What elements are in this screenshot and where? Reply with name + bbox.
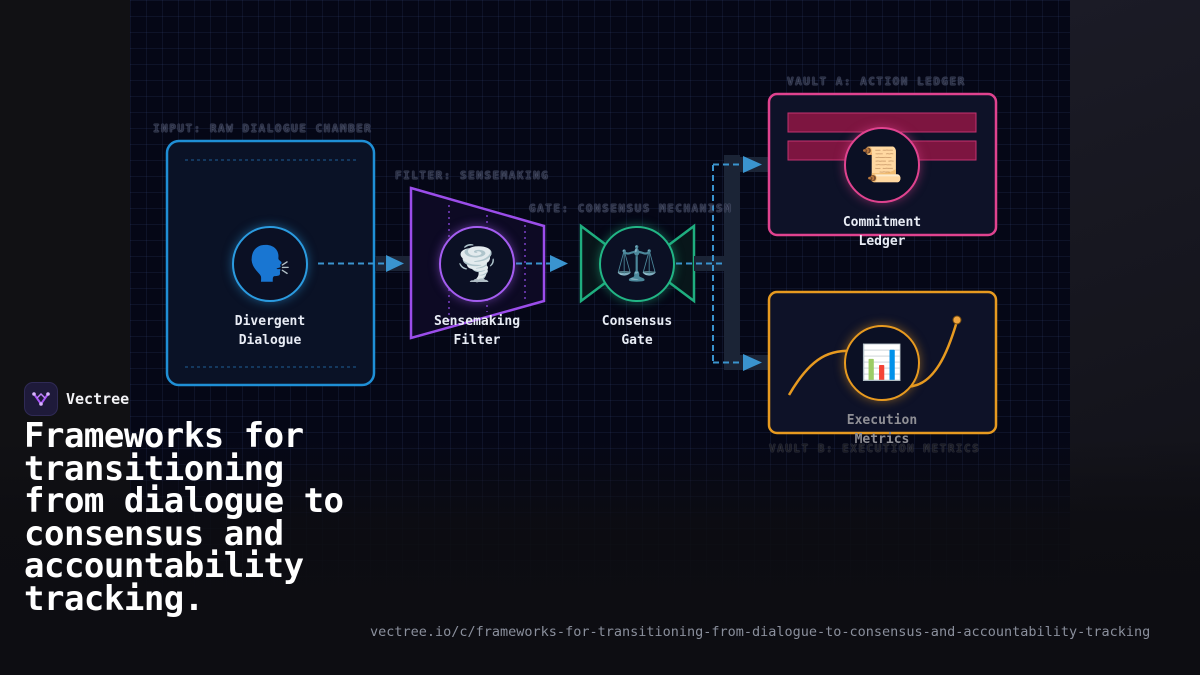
speaking-head-icon: 🗣️: [232, 226, 308, 302]
scroll-icon: 📜: [844, 127, 920, 203]
page-headline: Frameworks for transitioning from dialog…: [24, 416, 344, 619]
page-url[interactable]: vectree.io/c/frameworks-for-transitionin…: [370, 624, 1151, 640]
execution-metrics-label: Execution Metrics: [846, 413, 918, 447]
balance-scale-icon: ⚖️: [599, 226, 675, 302]
bar-chart-icon: 📊: [844, 325, 920, 401]
gate-to-bus: [694, 256, 734, 271]
metrics-trend-point: [952, 315, 962, 325]
arrow-vault-b: [743, 354, 762, 371]
brand-name: Vectree: [66, 390, 130, 408]
arrow-input-filter: [386, 255, 404, 272]
bottom-fade-overlay: [0, 440, 1200, 675]
sensemaking-filter-label: Sensemaking Filter: [433, 314, 521, 348]
arrow-filter-gate: [550, 255, 568, 272]
input-stage-label: INPUT: RAW DIALOGUE CHAMBER: [153, 122, 373, 135]
arrow-vault-a: [743, 156, 762, 173]
filter-stage-label: FILTER: SENSEMAKING: [395, 169, 550, 182]
commitment-ledger-label: Commitment Ledger: [842, 215, 922, 249]
tornado-icon: 🌪️: [439, 226, 515, 302]
consensus-gate-label: Consensus Gate: [601, 314, 673, 348]
divergent-dialogue-label: Divergent Dialogue: [234, 314, 306, 348]
vault-b-label: VAULT B: EXECUTION METRICS: [769, 442, 981, 455]
vectree-logo-icon: [24, 382, 58, 416]
gate-stage-label: GATE: CONSENSUS MECHANISM: [529, 202, 733, 215]
brand: Vectree: [24, 382, 129, 416]
vault-a-label: VAULT A: ACTION LEDGER: [787, 75, 966, 88]
